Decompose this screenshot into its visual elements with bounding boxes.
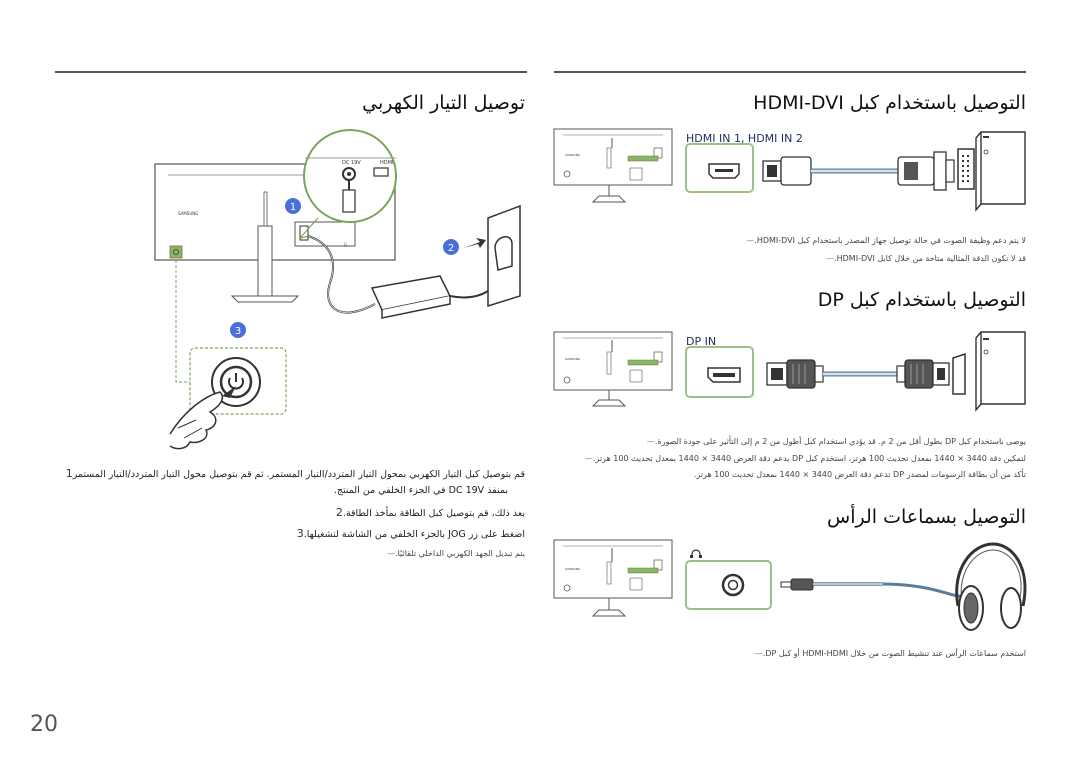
svg-text:SAMSUNG: SAMSUNG bbox=[565, 567, 581, 571]
hdmi-dvi-heading: التوصيل باستخدام كبل HDMI-DVI bbox=[753, 92, 1026, 114]
page-number: 20 bbox=[30, 712, 58, 737]
svg-text:1: 1 bbox=[290, 202, 296, 213]
dp-note-3: تأكد من أن بطاقة الرسومات لمصدر DP تدعم … bbox=[693, 470, 1026, 479]
svg-text:SAMSUNG: SAMSUNG bbox=[565, 153, 581, 157]
headphones-heading: التوصيل بسماعات الرأس bbox=[827, 506, 1026, 528]
dp-diagram: SAMSUNG bbox=[553, 331, 1026, 412]
dp-port-label: DP IN bbox=[686, 335, 717, 348]
svg-text:||: || bbox=[344, 242, 347, 247]
hdmi-dvi-diagram: SAMSUNG bbox=[553, 128, 1026, 212]
hdmi-port-label: HDMI IN 1, HDMI IN 2 bbox=[686, 132, 803, 145]
svg-text:HDMI: HDMI bbox=[380, 160, 393, 166]
dp-note-2: لتمكين دقة 3440 × 1440 بمعدل تحديث 100 ه… bbox=[584, 454, 1026, 463]
svg-text:3: 3 bbox=[235, 326, 241, 337]
headphone-jack-icon bbox=[691, 549, 701, 557]
svg-text:SAMSUNG: SAMSUNG bbox=[178, 211, 198, 216]
hdmi-note-1: لا يتم دعم وظيفة الصوت في حالة توصيل جها… bbox=[746, 236, 1026, 245]
svg-text:DC 19V: DC 19V bbox=[342, 160, 361, 166]
svg-text:2: 2 bbox=[448, 243, 454, 254]
dp-heading: التوصيل باستخدام كبل DP bbox=[817, 289, 1026, 311]
power-step-3: اضغط على زر JOG بالجزء الخلفي من الشاشة … bbox=[296, 527, 525, 540]
power-step-2: بعد ذلك، قم بتوصيل كبل الطاقة بمأخذ الطا… bbox=[335, 506, 525, 519]
dp-note-1: يوصى باستخدام كبل DP بطول أقل من 2 م. قد… bbox=[646, 437, 1026, 446]
headphones-note-1: استخدم سماعات الرأس عند تنشيط الصوت من خ… bbox=[754, 649, 1026, 658]
headphones-diagram: SAMSUNG bbox=[553, 539, 1027, 631]
power-note: يتم تبديل الجهد الكهربي الداخلي تلقائيًا… bbox=[387, 549, 525, 558]
right-column-rule bbox=[554, 71, 1026, 73]
left-column-rule bbox=[55, 71, 527, 73]
svg-text:SAMSUNG: SAMSUNG bbox=[565, 357, 581, 361]
power-heading: توصيل التيار الكهربي bbox=[362, 92, 525, 114]
power-step-1-continued: بمنفذ DC 19V في الجزء الخلفي من المنتج. bbox=[333, 485, 508, 496]
hdmi-note-2: قد لا تكون الدقة المثالية متاحة من خلال … bbox=[826, 254, 1026, 263]
power-step-1: قم بتوصيل كبل التيار الكهربي بمحول التيا… bbox=[65, 467, 525, 480]
power-diagram: SAMSUNG || DC 19V HDMI 1 2 3 bbox=[154, 129, 521, 450]
